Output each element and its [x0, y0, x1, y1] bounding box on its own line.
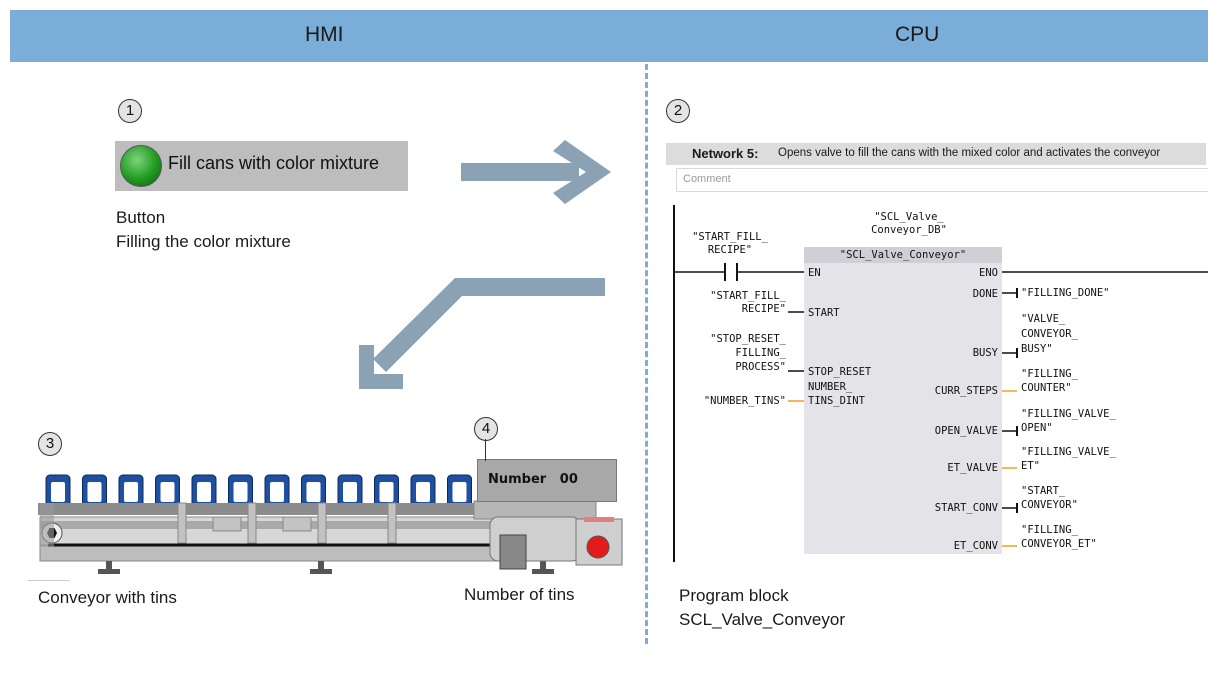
pin-stop-reset: STOP_RESET: [808, 366, 872, 378]
button-caption-line2: Filling the color mixture: [116, 232, 291, 251]
cpu-title: CPU: [895, 23, 940, 46]
etc-tag-line1: "FILLING_: [1021, 524, 1078, 536]
tin-can: [191, 474, 217, 510]
tin-can: [410, 474, 436, 510]
curr-tag-line2: COUNTER": [1021, 382, 1072, 394]
pin-number-line1: NUMBER_: [808, 381, 853, 393]
tin-can: [118, 474, 144, 510]
busy-tag-line1: "VALVE_: [1021, 313, 1066, 325]
sc-tag-line1: "START_: [1021, 485, 1066, 497]
tin-can: [45, 474, 71, 510]
function-block-title-bar: [804, 247, 1002, 263]
pin-start-conv: START_CONV: [934, 502, 998, 514]
pin-busy: BUSY: [972, 347, 998, 359]
network-title: Network 5:: [692, 146, 759, 161]
marker-4-leader: [485, 439, 486, 461]
tins-row: [45, 474, 472, 510]
pin-done: DONE: [972, 288, 998, 300]
etc-tag-line2: CONVEYOR_ET": [1021, 538, 1097, 550]
tin-count-caption: Number of tins: [464, 585, 575, 604]
right-arrow-icon: [461, 140, 611, 204]
tin-can: [301, 474, 326, 510]
open-tag-line1: "FILLING_VALVE_: [1021, 408, 1116, 420]
tin-can: [337, 474, 363, 510]
contact-tag-line1: "START_FILL_: [692, 231, 768, 243]
underline-stub: [28, 580, 70, 581]
tin-can: [228, 474, 253, 510]
pin-curr-steps: CURR_STEPS: [934, 385, 998, 397]
tin-can: [374, 474, 399, 510]
done-tag: "FILLING_DONE": [1021, 287, 1110, 299]
contact-tag-line2: RECIPE": [707, 244, 753, 256]
tin-can: [447, 474, 472, 510]
conveyor-with-tins-image: [38, 474, 623, 574]
pin-eno: ENO: [979, 267, 998, 279]
stop-tag-line3: PROCESS": [735, 361, 786, 373]
tin-counter-text: Number 00: [488, 472, 578, 487]
comment-placeholder: Comment: [683, 173, 731, 185]
section-divider: [645, 64, 648, 644]
network-comment-field[interactable]: Comment: [676, 168, 1208, 192]
etv-tag-line1: "FILLING_VALVE_: [1021, 446, 1116, 458]
busy-tag-line3: BUSY": [1021, 343, 1053, 355]
curr-tag-line1: "FILLING_: [1021, 368, 1078, 380]
start-tag-line1: "START_FILL_: [710, 290, 786, 302]
sc-tag-line2: CONVEYOR": [1021, 499, 1078, 511]
pin-et-conv: ET_CONV: [953, 540, 998, 552]
step-marker-4: 4: [474, 417, 498, 441]
tin-can: [155, 474, 180, 510]
number-tins-tag: "NUMBER_TINS": [703, 395, 786, 407]
block-name: "SCL_Valve_Conveyor": [839, 249, 967, 261]
function-block: [804, 247, 1002, 554]
pin-open-valve: OPEN_VALVE: [934, 425, 998, 437]
hmi-title: HMI: [305, 23, 344, 46]
network-description: Opens valve to fill the cans with the mi…: [778, 147, 1161, 159]
green-lamp-icon: [120, 145, 162, 187]
stop-tag-line2: FILLING_: [735, 347, 786, 359]
step-marker-3: 3: [38, 432, 62, 456]
network-header: Network 5: Opens valve to fill the cans …: [666, 143, 1206, 165]
tin-counter-display: Number 00: [477, 459, 617, 502]
fill-cans-button-label: Fill cans with color mixture: [168, 153, 380, 173]
conveyor-caption: Conveyor with tins: [38, 588, 177, 607]
program-block-caption-line1: Program block: [679, 586, 789, 605]
red-stop-light-icon: [586, 535, 610, 559]
pin-start: START: [808, 307, 840, 319]
etv-tag-line2: ET": [1021, 460, 1040, 472]
down-left-arrow-icon: [359, 278, 605, 389]
program-block-caption-line2: SCL_Valve_Conveyor: [679, 610, 845, 629]
step-marker-2: 2: [666, 99, 690, 123]
open-tag-line2: OPEN": [1021, 422, 1053, 434]
pin-et-valve: ET_VALVE: [947, 462, 998, 474]
pin-en: EN: [808, 267, 821, 279]
instance-db-line1: "SCL_Valve_: [874, 211, 944, 223]
busy-tag-line2: CONVEYOR_: [1021, 328, 1078, 340]
tin-can: [82, 474, 107, 510]
start-tag-line2: RECIPE": [741, 303, 786, 315]
step-marker-1: 1: [118, 99, 142, 123]
stop-tag-line1: "STOP_RESET_: [710, 333, 786, 345]
pin-number-line2: TINS_DINT: [808, 395, 865, 407]
header-bar: HMI CPU: [10, 10, 1208, 62]
instance-db-line2: Conveyor_DB": [871, 224, 947, 236]
fill-cans-button[interactable]: Fill cans with color mixture: [115, 141, 408, 191]
button-caption-line1: Button: [116, 208, 166, 227]
